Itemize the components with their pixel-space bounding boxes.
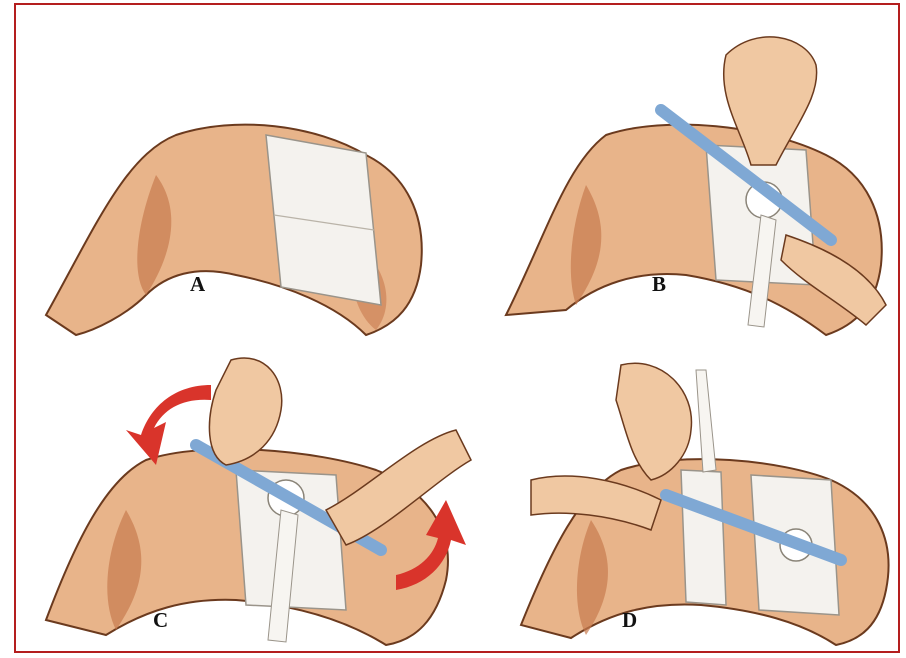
bandage-band-left [681, 470, 726, 605]
step-label-d: D [622, 608, 637, 633]
bandage-pad [266, 135, 381, 305]
step-label-b: B [652, 272, 666, 297]
panel-c-illustration [36, 350, 476, 650]
panel-b-illustration [486, 15, 896, 345]
panel-d-drawing [511, 350, 901, 650]
figure-frame [14, 3, 900, 653]
panel-b-drawing [486, 15, 896, 345]
step-label-c: C [153, 608, 168, 633]
panel-d-illustration [511, 350, 901, 650]
bandage-loose-end [696, 370, 716, 472]
panel-c-drawing [36, 350, 476, 650]
panel-a-drawing [36, 65, 436, 345]
panel-a-illustration [36, 65, 436, 345]
step-label-a: A [190, 272, 205, 297]
left-hand [209, 358, 281, 465]
